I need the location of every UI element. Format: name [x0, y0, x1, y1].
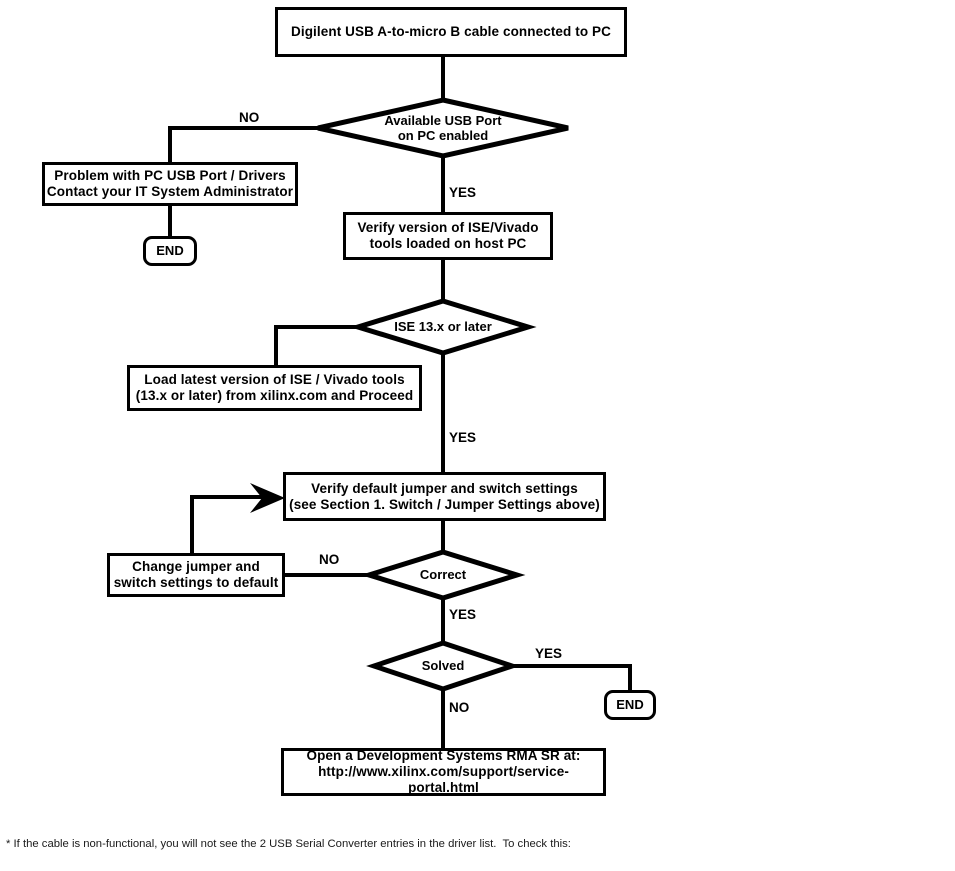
edge-label-solved-yes: YES — [535, 646, 563, 661]
footnote-block: * If the cable is non-functional, you wi… — [6, 806, 950, 871]
node-end-left[interactable]: END — [143, 236, 197, 266]
diamond-available-usb-port — [317, 97, 569, 159]
edge-label-usb-yes: YES — [449, 185, 477, 200]
node-verify-jumpers-label: Verify default jumper and switch setting… — [289, 480, 600, 512]
node-load-latest-version[interactable]: Load latest version of ISE / Vivado tool… — [127, 365, 422, 411]
node-verify-ise-version[interactable]: Verify version of ISE/Vivado tools loade… — [343, 212, 553, 260]
node-problem-usb-port[interactable]: Problem with PC USB Port / Drivers Conta… — [42, 162, 298, 206]
edge-label-solved-no: NO — [449, 700, 470, 715]
node-open-rma[interactable]: Open a Development Systems RMA SR at: ht… — [281, 748, 606, 796]
diamond-correct — [360, 549, 526, 601]
wire-change-jumpers-feedback-loop — [190, 495, 276, 553]
edge-label-correct-yes: YES — [449, 607, 477, 622]
diamond-ise-13x-or-later — [349, 298, 537, 356]
node-change-jumpers-label: Change jumper and switch settings to def… — [113, 559, 279, 590]
node-end-right-label: END — [616, 697, 644, 713]
arrowhead-into-verify-jumpers — [250, 483, 285, 513]
node-verify-jumpers[interactable]: Verify default jumper and switch setting… — [283, 472, 606, 521]
node-open-rma-label: Open a Development Systems RMA SR at: ht… — [306, 748, 581, 795]
node-end-left-label: END — [156, 243, 184, 259]
node-start-cable-label: Digilent USB A-to-micro B cable connecte… — [291, 24, 611, 40]
wire-ise-no-to-load-latest — [274, 325, 358, 365]
footnote-line-1: * If the cable is non-functional, you wi… — [6, 838, 571, 851]
node-load-latest-version-label: Load latest version of ISE / Vivado tool… — [135, 372, 414, 403]
wire-usb-no-to-problem — [168, 126, 318, 162]
edge-label-ise-yes: YES — [449, 430, 477, 445]
edge-label-usb-no: NO — [239, 110, 260, 125]
edge-label-correct-no: NO — [319, 552, 340, 567]
node-change-jumpers[interactable]: Change jumper and switch settings to def… — [107, 553, 285, 597]
node-problem-usb-port-label: Problem with PC USB Port / Drivers Conta… — [46, 168, 294, 199]
node-verify-ise-version-label: Verify version of ISE/Vivado tools loade… — [357, 220, 539, 251]
node-end-right[interactable]: END — [604, 690, 656, 720]
node-start-cable[interactable]: Digilent USB A-to-micro B cable connecte… — [275, 7, 627, 57]
wire-solved-yes-to-end-right — [512, 664, 632, 690]
diamond-solved — [366, 640, 520, 692]
